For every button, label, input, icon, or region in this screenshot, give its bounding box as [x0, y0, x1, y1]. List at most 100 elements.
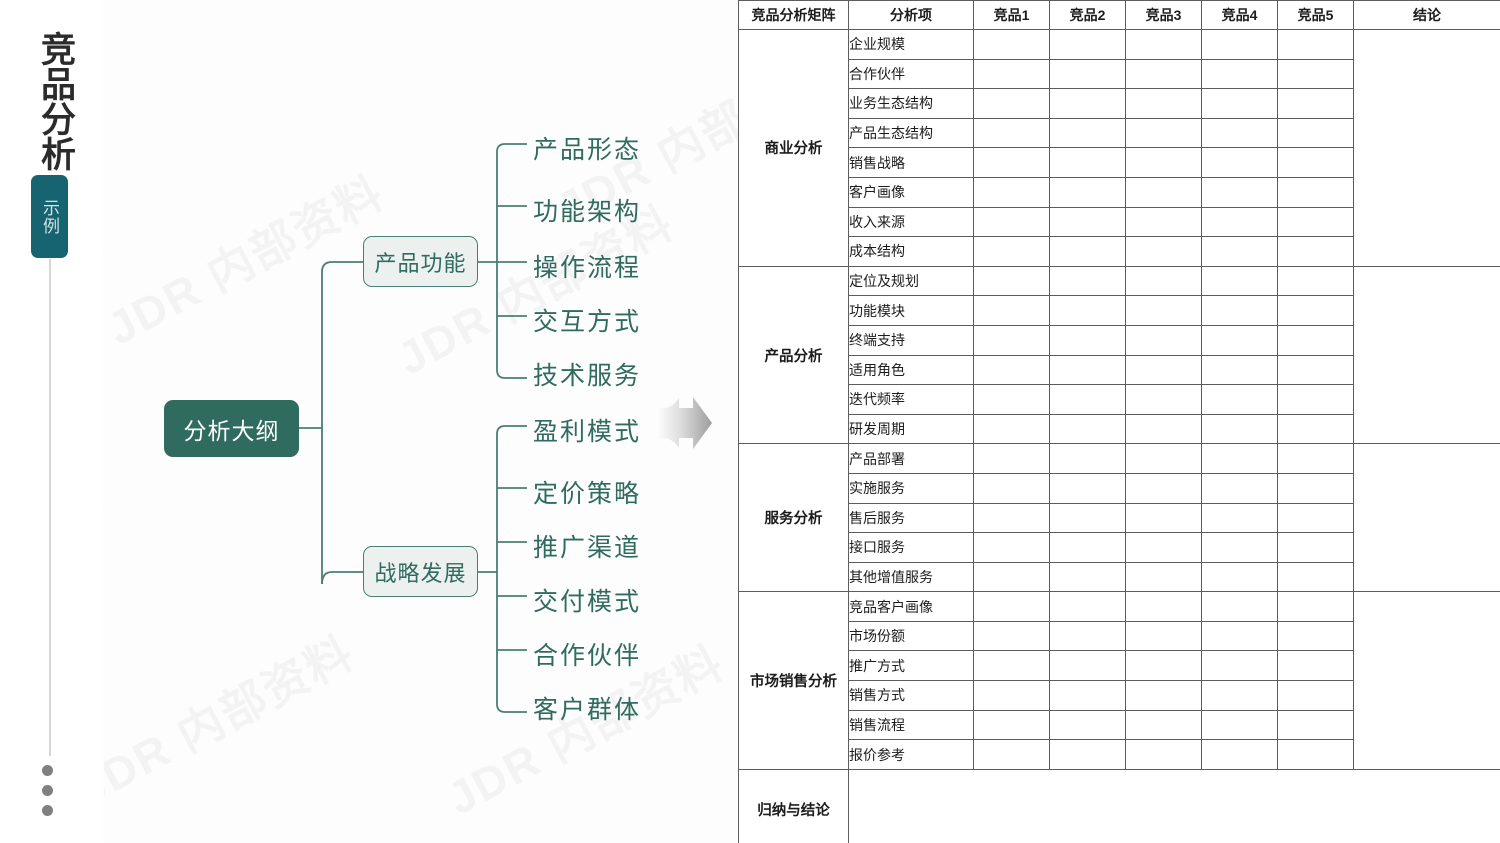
competitor-cell[interactable]: [1201, 620, 1278, 652]
competitor-cell[interactable]: [1277, 206, 1354, 238]
competitor-cell[interactable]: [1049, 206, 1126, 238]
mindmap-leaf[interactable]: 操作流程: [533, 254, 642, 282]
competitor-cell[interactable]: [1049, 413, 1126, 445]
competitor-cell[interactable]: [1201, 117, 1278, 149]
competitor-cell[interactable]: [973, 236, 1050, 267]
competitor-cell[interactable]: [1277, 29, 1354, 60]
competitor-cell[interactable]: [1049, 472, 1126, 504]
competitor-cell[interactable]: [1125, 206, 1202, 238]
competitor-cell[interactable]: [1049, 147, 1126, 178]
competitor-cell[interactable]: [1201, 502, 1278, 534]
competitor-cell[interactable]: [1049, 561, 1126, 593]
competitor-cell[interactable]: [973, 295, 1050, 326]
competitor-cell[interactable]: [1201, 472, 1278, 504]
competitor-cell[interactable]: [1277, 117, 1354, 149]
competitor-cell[interactable]: [973, 176, 1050, 208]
competitor-cell[interactable]: [1125, 443, 1202, 474]
competitor-cell[interactable]: [973, 709, 1050, 741]
competitor-cell[interactable]: [1201, 206, 1278, 238]
competitor-cell[interactable]: [1125, 236, 1202, 267]
competitor-cell[interactable]: [973, 324, 1050, 356]
competitor-cell[interactable]: [973, 650, 1050, 682]
competitor-cell[interactable]: [1201, 29, 1278, 60]
competitor-cell[interactable]: [1049, 354, 1126, 386]
competitor-cell[interactable]: [1201, 680, 1278, 711]
competitor-cell[interactable]: [1049, 532, 1126, 563]
competitor-cell[interactable]: [1201, 443, 1278, 474]
competitor-cell[interactable]: [1277, 147, 1354, 178]
competitor-cell[interactable]: [1049, 650, 1126, 682]
competitor-cell[interactable]: [1277, 88, 1354, 119]
competitor-cell[interactable]: [1125, 739, 1202, 770]
competitor-cell[interactable]: [1049, 680, 1126, 711]
competitor-cell[interactable]: [1277, 620, 1354, 652]
competitor-cell[interactable]: [1201, 709, 1278, 741]
competitor-cell[interactable]: [1049, 709, 1126, 741]
competitor-cell[interactable]: [1049, 117, 1126, 149]
competitor-cell[interactable]: [1201, 58, 1278, 90]
competitor-cell[interactable]: [1277, 680, 1354, 711]
competitor-cell[interactable]: [1049, 324, 1126, 356]
competitor-cell[interactable]: [973, 206, 1050, 238]
competitor-cell[interactable]: [973, 384, 1050, 415]
competitor-cell[interactable]: [1277, 739, 1354, 770]
competitor-cell[interactable]: [1277, 472, 1354, 504]
mindmap-branch-node-strategy[interactable]: 战略发展: [363, 546, 478, 597]
mindmap-root-node[interactable]: 分析大纲: [164, 400, 299, 457]
competitor-cell[interactable]: [1277, 443, 1354, 474]
competitor-cell[interactable]: [1049, 502, 1126, 534]
competitor-cell[interactable]: [1125, 354, 1202, 386]
competitor-cell[interactable]: [973, 443, 1050, 474]
competitor-cell[interactable]: [1125, 561, 1202, 593]
competitor-cell[interactable]: [1277, 502, 1354, 534]
competitor-cell[interactable]: [1277, 709, 1354, 741]
competitor-cell[interactable]: [1277, 295, 1354, 326]
competitor-cell[interactable]: [973, 620, 1050, 652]
conclusion-cell[interactable]: [1353, 265, 1500, 445]
competitor-cell[interactable]: [973, 739, 1050, 770]
mindmap-leaf[interactable]: 产品形态: [533, 136, 642, 164]
competitor-cell[interactable]: [1277, 591, 1354, 622]
competitor-cell[interactable]: [1049, 176, 1126, 208]
competitor-cell[interactable]: [1125, 176, 1202, 208]
mindmap-leaf[interactable]: 技术服务: [533, 362, 642, 390]
competitor-cell[interactable]: [1277, 532, 1354, 563]
competitor-cell[interactable]: [1125, 650, 1202, 682]
competitor-cell[interactable]: [1201, 591, 1278, 622]
competitor-cell[interactable]: [1125, 472, 1202, 504]
mindmap-leaf[interactable]: 合作伙伴: [533, 642, 642, 670]
competitor-cell[interactable]: [1201, 88, 1278, 119]
competitor-cell[interactable]: [1277, 561, 1354, 593]
competitor-cell[interactable]: [1125, 29, 1202, 60]
competitor-cell[interactable]: [1201, 739, 1278, 770]
competitor-cell[interactable]: [1049, 295, 1126, 326]
competitor-cell[interactable]: [1125, 58, 1202, 90]
competitor-cell[interactable]: [1125, 709, 1202, 741]
competitor-cell[interactable]: [1049, 620, 1126, 652]
competitor-cell[interactable]: [1049, 236, 1126, 267]
competitor-cell[interactable]: [1201, 650, 1278, 682]
competitor-cell[interactable]: [1125, 413, 1202, 445]
competitor-cell[interactable]: [1201, 147, 1278, 178]
competitor-cell[interactable]: [1201, 561, 1278, 593]
competitor-cell[interactable]: [1277, 58, 1354, 90]
competitor-cell[interactable]: [1125, 502, 1202, 534]
mindmap-leaf[interactable]: 盈利模式: [533, 418, 642, 446]
competitor-cell[interactable]: [1201, 265, 1278, 297]
competitor-cell[interactable]: [973, 591, 1050, 622]
competitor-cell[interactable]: [1201, 236, 1278, 267]
competitor-cell[interactable]: [1049, 591, 1126, 622]
competitor-cell[interactable]: [1125, 591, 1202, 622]
competitor-cell[interactable]: [1125, 265, 1202, 297]
competitor-cell[interactable]: [1125, 147, 1202, 178]
conclusion-cell[interactable]: [1353, 29, 1500, 267]
competitor-cell[interactable]: [1277, 265, 1354, 297]
competitor-cell[interactable]: [1277, 176, 1354, 208]
competitor-cell[interactable]: [1277, 650, 1354, 682]
competitor-cell[interactable]: [973, 117, 1050, 149]
competitor-cell[interactable]: [973, 472, 1050, 504]
competitor-cell[interactable]: [1125, 324, 1202, 356]
competitor-cell[interactable]: [973, 147, 1050, 178]
competitor-cell[interactable]: [1201, 384, 1278, 415]
competitor-cell[interactable]: [1049, 384, 1126, 415]
